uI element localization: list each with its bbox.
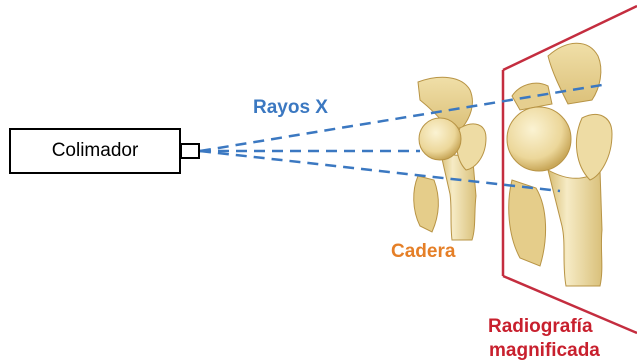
collimator-box: Colimador (9, 128, 181, 174)
trochanter-magnified (576, 115, 612, 180)
pelvis-lower-magnified (512, 83, 552, 110)
collimator-aperture (180, 143, 200, 159)
beam-ray-bottom (200, 151, 560, 191)
hip-bone-small (414, 77, 486, 240)
hip-label: Cadera (391, 241, 455, 263)
radiograph-label-line2: magnificada (489, 340, 600, 362)
femoral-head-small (419, 118, 461, 160)
xray-label: Rayos X (253, 97, 328, 119)
trochanter-small (457, 124, 486, 170)
hip-bone-magnified (507, 43, 612, 286)
radiograph-label-line1: Radiografía (488, 316, 593, 338)
collimator-label: Colimador (11, 130, 179, 172)
femur-shaft-magnified (548, 170, 602, 286)
lesser-trochanter-magnified (509, 180, 546, 266)
lesser-trochanter-small (414, 176, 439, 232)
femoral-head-magnified (507, 107, 571, 171)
pelvis-magnified (548, 43, 601, 104)
